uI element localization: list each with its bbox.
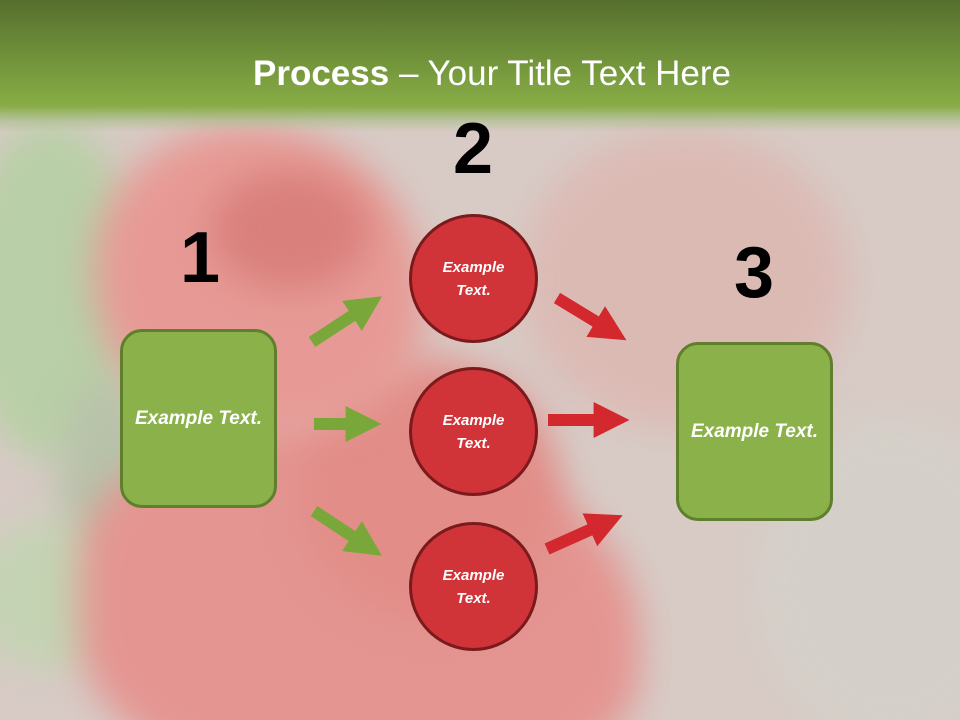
step2-circle-middle[interactable]: Example Text. xyxy=(409,367,538,496)
step1-box[interactable]: Example Text. xyxy=(120,329,277,508)
step3-label: Example Text. xyxy=(690,421,819,442)
step-number-1: 1 xyxy=(179,218,221,298)
title-bar: Process – Your Title Text Here xyxy=(0,0,960,132)
step2-circle-bottom[interactable]: Example Text. xyxy=(409,522,538,651)
circle-label: Example Text. xyxy=(442,411,505,452)
circle-label: Example Text. xyxy=(442,566,505,607)
title-bold: Process xyxy=(253,54,390,93)
step2-circle-top[interactable]: Example Text. xyxy=(409,214,538,343)
circle-label: Example Text. xyxy=(442,258,505,299)
rose-core-shape xyxy=(210,170,370,290)
slide-title: Process – Your Title Text Here xyxy=(0,52,960,96)
title-rest: – Your Title Text Here xyxy=(389,54,731,93)
step-number-2: 2 xyxy=(452,109,494,189)
step-number-3: 3 xyxy=(733,233,775,313)
step1-label: Example Text. xyxy=(134,408,263,429)
step3-box[interactable]: Example Text. xyxy=(676,342,833,521)
